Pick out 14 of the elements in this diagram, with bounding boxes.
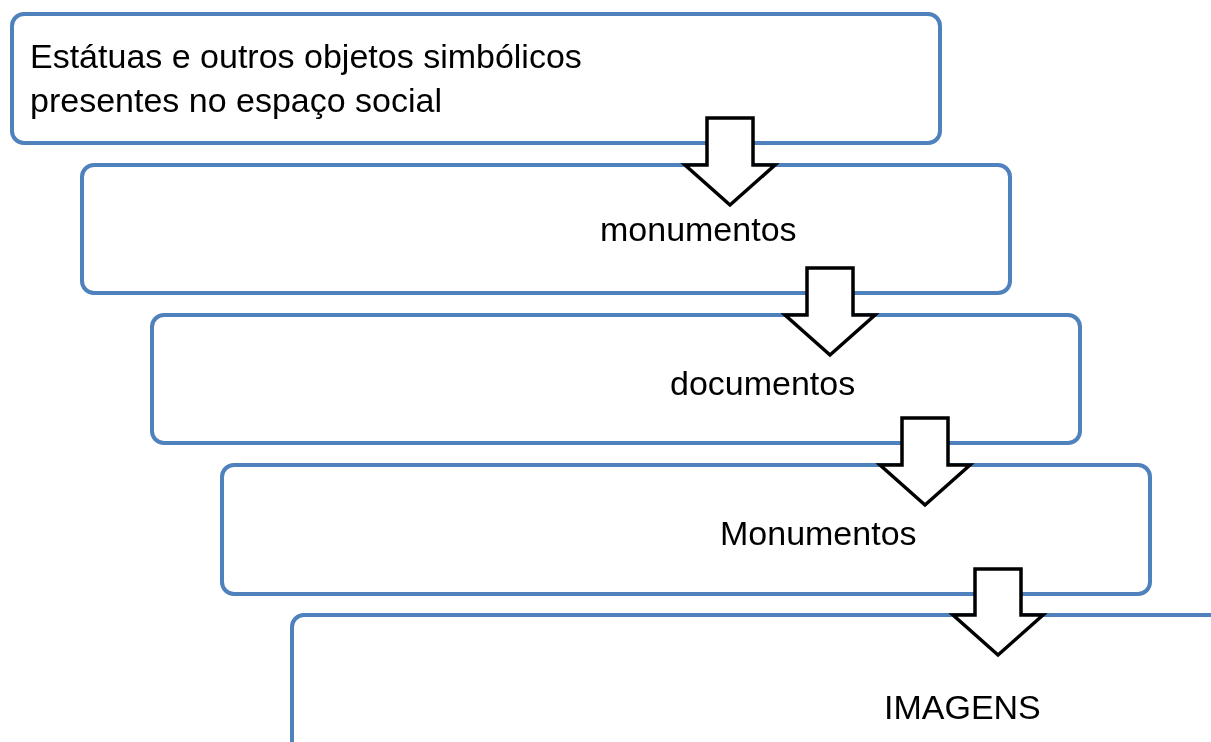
block-arrow [680,116,780,208]
process-box [80,163,1012,295]
process-box [150,313,1082,445]
box-label: Estátuas e outros objetos simbólicos presentes no espaço social [30,36,583,121]
box-label: documentos [670,363,856,404]
process-box [290,613,1211,742]
process-box [220,463,1152,596]
box-label: monumentos [600,209,797,250]
block-arrow [875,416,975,508]
block-arrow [948,567,1048,658]
process-box [10,12,942,145]
box-label: IMAGENS [884,687,1041,728]
box-label: Monumentos [720,513,917,554]
block-arrow [780,266,880,358]
